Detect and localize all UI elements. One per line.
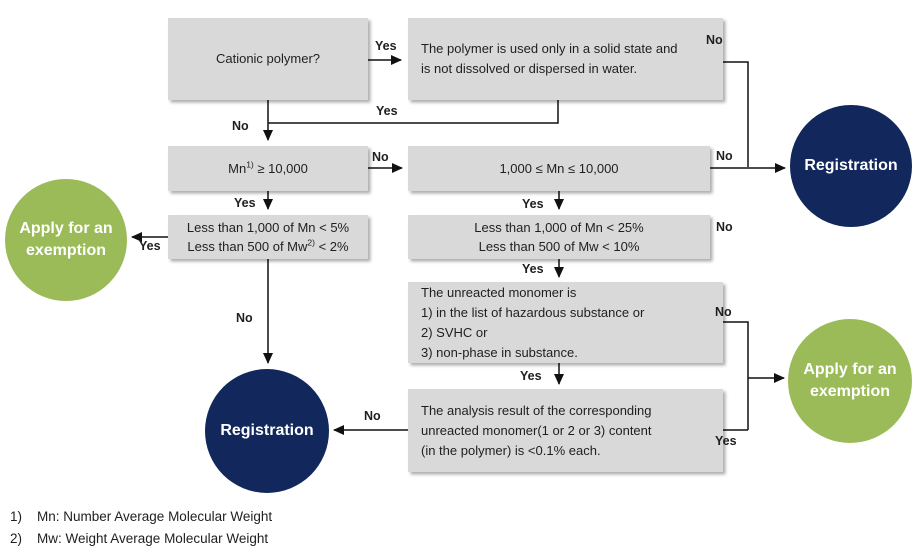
footnotes: 1) Mn: Number Average Molecular Weight 2… bbox=[10, 506, 272, 550]
edge-label-solid-no: No bbox=[706, 33, 723, 47]
node-unreacted-monomer: The unreacted monomer is 1) in the list … bbox=[408, 282, 723, 363]
node-cationic-polymer: Cationic polymer? bbox=[168, 18, 368, 100]
node-analysis-result: The analysis result of the corresponding… bbox=[408, 389, 723, 472]
node-mn-threshold: Mn1) ≥ 10,000 bbox=[168, 146, 368, 191]
node-solid-state-line-1: The polymer is used only in a solid stat… bbox=[421, 41, 678, 56]
terminal-exemption-left: Apply for an exemption bbox=[5, 179, 127, 301]
node-analysis-result-line-2: unreacted monomer(1 or 2 or 3) content bbox=[421, 422, 652, 438]
node-analysis-result-line-3: (in the polymer) is <0.1% each. bbox=[421, 442, 601, 458]
edge-label-mn-range-no: No bbox=[716, 149, 733, 163]
edge-label-mn-threshold-yes: Yes bbox=[234, 196, 256, 210]
node-unreacted-monomer-line-4: 3) non-phase in substance. bbox=[421, 344, 578, 360]
footnote-mw: 2) Mw: Weight Average Molecular Weight bbox=[10, 531, 269, 546]
edge-label-low-strict-yes: Yes bbox=[139, 239, 161, 253]
node-solid-state: The polymer is used only in a solid stat… bbox=[408, 18, 723, 100]
node-low-oligomer-strict: Less than 1,000 of Mn < 5% Less than 500… bbox=[168, 215, 368, 259]
terminal-registration-right: Registration bbox=[790, 105, 912, 227]
node-mn-range-text: 1,000 ≤ Mn ≤ 10,000 bbox=[499, 160, 619, 176]
edge-label-unreacted-no: No bbox=[715, 305, 732, 319]
node-cationic-polymer-text: Cationic polymer? bbox=[215, 51, 321, 66]
edge-label-mn-range-yes: Yes bbox=[522, 197, 544, 211]
edge-label-low-relaxed-no: No bbox=[716, 220, 733, 234]
edge-label-mn-threshold-no: No bbox=[372, 150, 389, 164]
node-unreacted-monomer-line-1: The unreacted monomer is bbox=[421, 284, 577, 300]
edge-label-low-relaxed-yes: Yes bbox=[522, 262, 544, 276]
edge-label-unreacted-yes: Yes bbox=[520, 369, 542, 383]
connector-solid-yes-return bbox=[268, 100, 559, 124]
terminal-exemption-right: Apply for an exemption bbox=[788, 319, 912, 443]
node-low-oligomer-strict-line-2: Less than 500 of Mw2) < 2% bbox=[187, 237, 349, 254]
footnote-mn: 1) Mn: Number Average Molecular Weight bbox=[10, 509, 273, 524]
terminal-registration-bottom: Registration bbox=[205, 369, 329, 493]
edge-label-analysis-yes: Yes bbox=[715, 434, 737, 448]
node-unreacted-monomer-line-3: 2) SVHC or bbox=[421, 324, 488, 340]
node-solid-state-line-2: is not dissolved or dispersed in water. bbox=[421, 61, 638, 76]
node-unreacted-monomer-line-2: 1) in the list of hazardous substance or bbox=[421, 304, 645, 320]
edge-label-analysis-no: No bbox=[364, 409, 381, 423]
node-low-oligomer-relaxed-line-1: Less than 1,000 of Mn < 25% bbox=[474, 220, 644, 235]
node-analysis-result-line-1: The analysis result of the corresponding bbox=[421, 402, 652, 418]
edge-label-low-strict-no: No bbox=[236, 311, 253, 325]
edge-label-solid-yes: Yes bbox=[376, 104, 398, 118]
node-low-oligomer-relaxed-line-2: Less than 500 of Mw < 10% bbox=[478, 239, 640, 254]
node-low-oligomer-strict-line-1: Less than 1,000 of Mn < 5% bbox=[186, 220, 350, 235]
node-low-oligomer-relaxed: Less than 1,000 of Mn < 25% Less than 50… bbox=[408, 215, 710, 259]
node-mn-range: 1,000 ≤ Mn ≤ 10,000 bbox=[408, 146, 710, 191]
edge-label-cationic-no: No bbox=[232, 119, 249, 133]
edge-label-cationic-yes: Yes bbox=[375, 39, 397, 53]
node-mn-threshold-text: Mn1) ≥ 10,000 bbox=[228, 159, 308, 176]
